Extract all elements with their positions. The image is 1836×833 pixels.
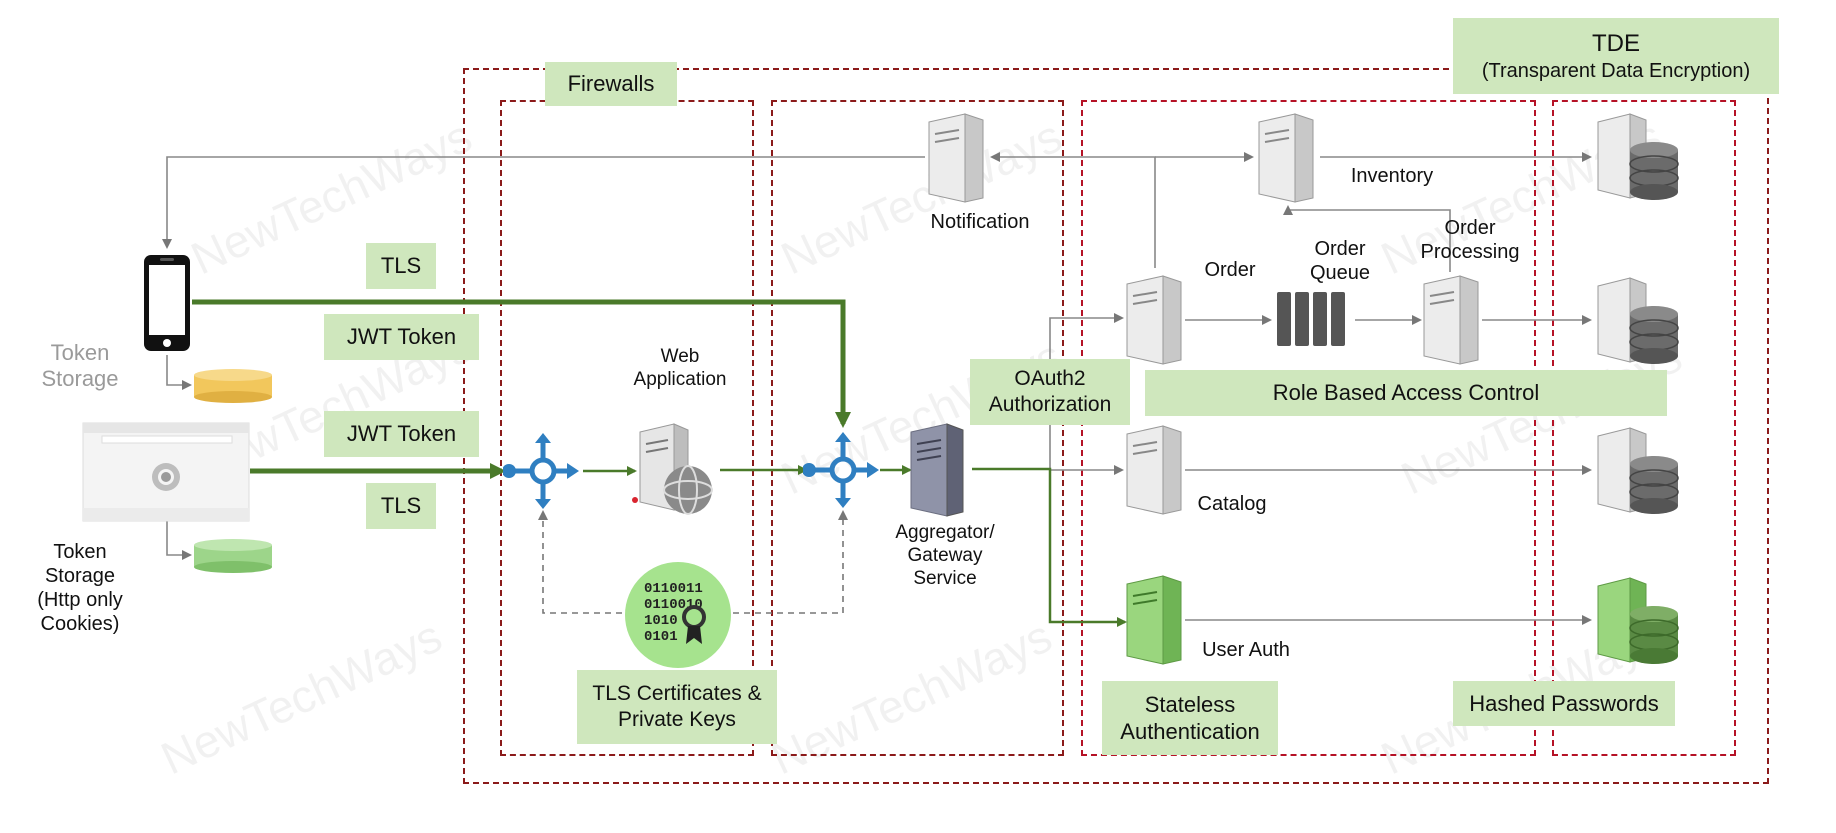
catalog-label: Catalog xyxy=(1197,493,1267,515)
order-server-icon xyxy=(1126,275,1182,365)
web-application-label: Web Application xyxy=(633,346,727,390)
tde-title: TDE xyxy=(1592,29,1640,57)
tls-certificates-label: TLS Certificates & Private Keys xyxy=(577,670,777,744)
catalog-database-icon xyxy=(1597,427,1679,514)
catalog-server-icon xyxy=(1126,425,1182,515)
api-gateway-icon xyxy=(803,432,879,508)
stateless-authentication-label: Stateless Authentication xyxy=(1102,681,1278,755)
binary-line-3: 1010 xyxy=(644,613,678,629)
firewall-zone-2 xyxy=(771,100,1064,756)
order-database-icon xyxy=(1597,277,1679,364)
aggregator-gateway-label: Aggregator/ Gateway Service xyxy=(895,522,995,589)
web-server-icon xyxy=(632,423,713,515)
services-zone xyxy=(1081,100,1536,756)
firewalls-label: Firewalls xyxy=(545,62,677,106)
browser-window-icon xyxy=(82,422,250,522)
user-auth-database-icon xyxy=(1597,577,1679,664)
order-processing-label: Order Processing xyxy=(1420,217,1520,263)
database-zone xyxy=(1552,100,1736,756)
inventory-server-icon xyxy=(1258,113,1314,203)
binary-line-1: 0110011 xyxy=(644,581,703,597)
binary-line-4: 0101 xyxy=(644,629,678,645)
certificate-icon: 0110011 0110010 1010 0101 xyxy=(625,562,731,668)
aggregator-server-icon xyxy=(910,423,964,517)
token-storage-yellow-icon xyxy=(194,369,272,403)
notification-label: Notification xyxy=(930,211,1030,233)
inventory-database-icon xyxy=(1597,113,1679,200)
oauth2-authorization-label: OAuth2 Authorization xyxy=(970,359,1130,425)
load-balancer-icon xyxy=(503,433,579,509)
token-storage-label-bottom: Token Storage (Http only Cookies) xyxy=(37,541,123,635)
tls-label-bottom: TLS xyxy=(366,483,436,529)
notification-server-icon xyxy=(928,113,984,203)
jwt-token-label-top: JWT Token xyxy=(324,314,479,360)
tls-label-top: TLS xyxy=(366,243,436,289)
token-storage-label-top: Token Storage xyxy=(41,340,119,392)
jwt-token-label-bottom: JWT Token xyxy=(324,411,479,457)
user-auth-label: User Auth xyxy=(1202,639,1290,661)
tde-subtitle: (Transparent Data Encryption) xyxy=(1481,59,1751,82)
hashed-passwords-label: Hashed Passwords xyxy=(1453,681,1675,726)
order-queue-label: Order Queue xyxy=(1309,238,1371,284)
order-label: Order xyxy=(1204,259,1256,281)
order-processing-server-icon xyxy=(1423,275,1479,365)
binary-line-2: 0110010 xyxy=(644,597,703,613)
role-based-access-control-label: Role Based Access Control xyxy=(1145,370,1667,416)
user-auth-server-icon xyxy=(1126,575,1182,665)
mobile-phone-icon xyxy=(144,255,190,351)
tde-label: TDE (Transparent Data Encryption) xyxy=(1453,18,1779,94)
order-queue-icon xyxy=(1277,292,1345,346)
token-storage-green-icon xyxy=(194,539,272,573)
inventory-label: Inventory xyxy=(1350,165,1434,187)
